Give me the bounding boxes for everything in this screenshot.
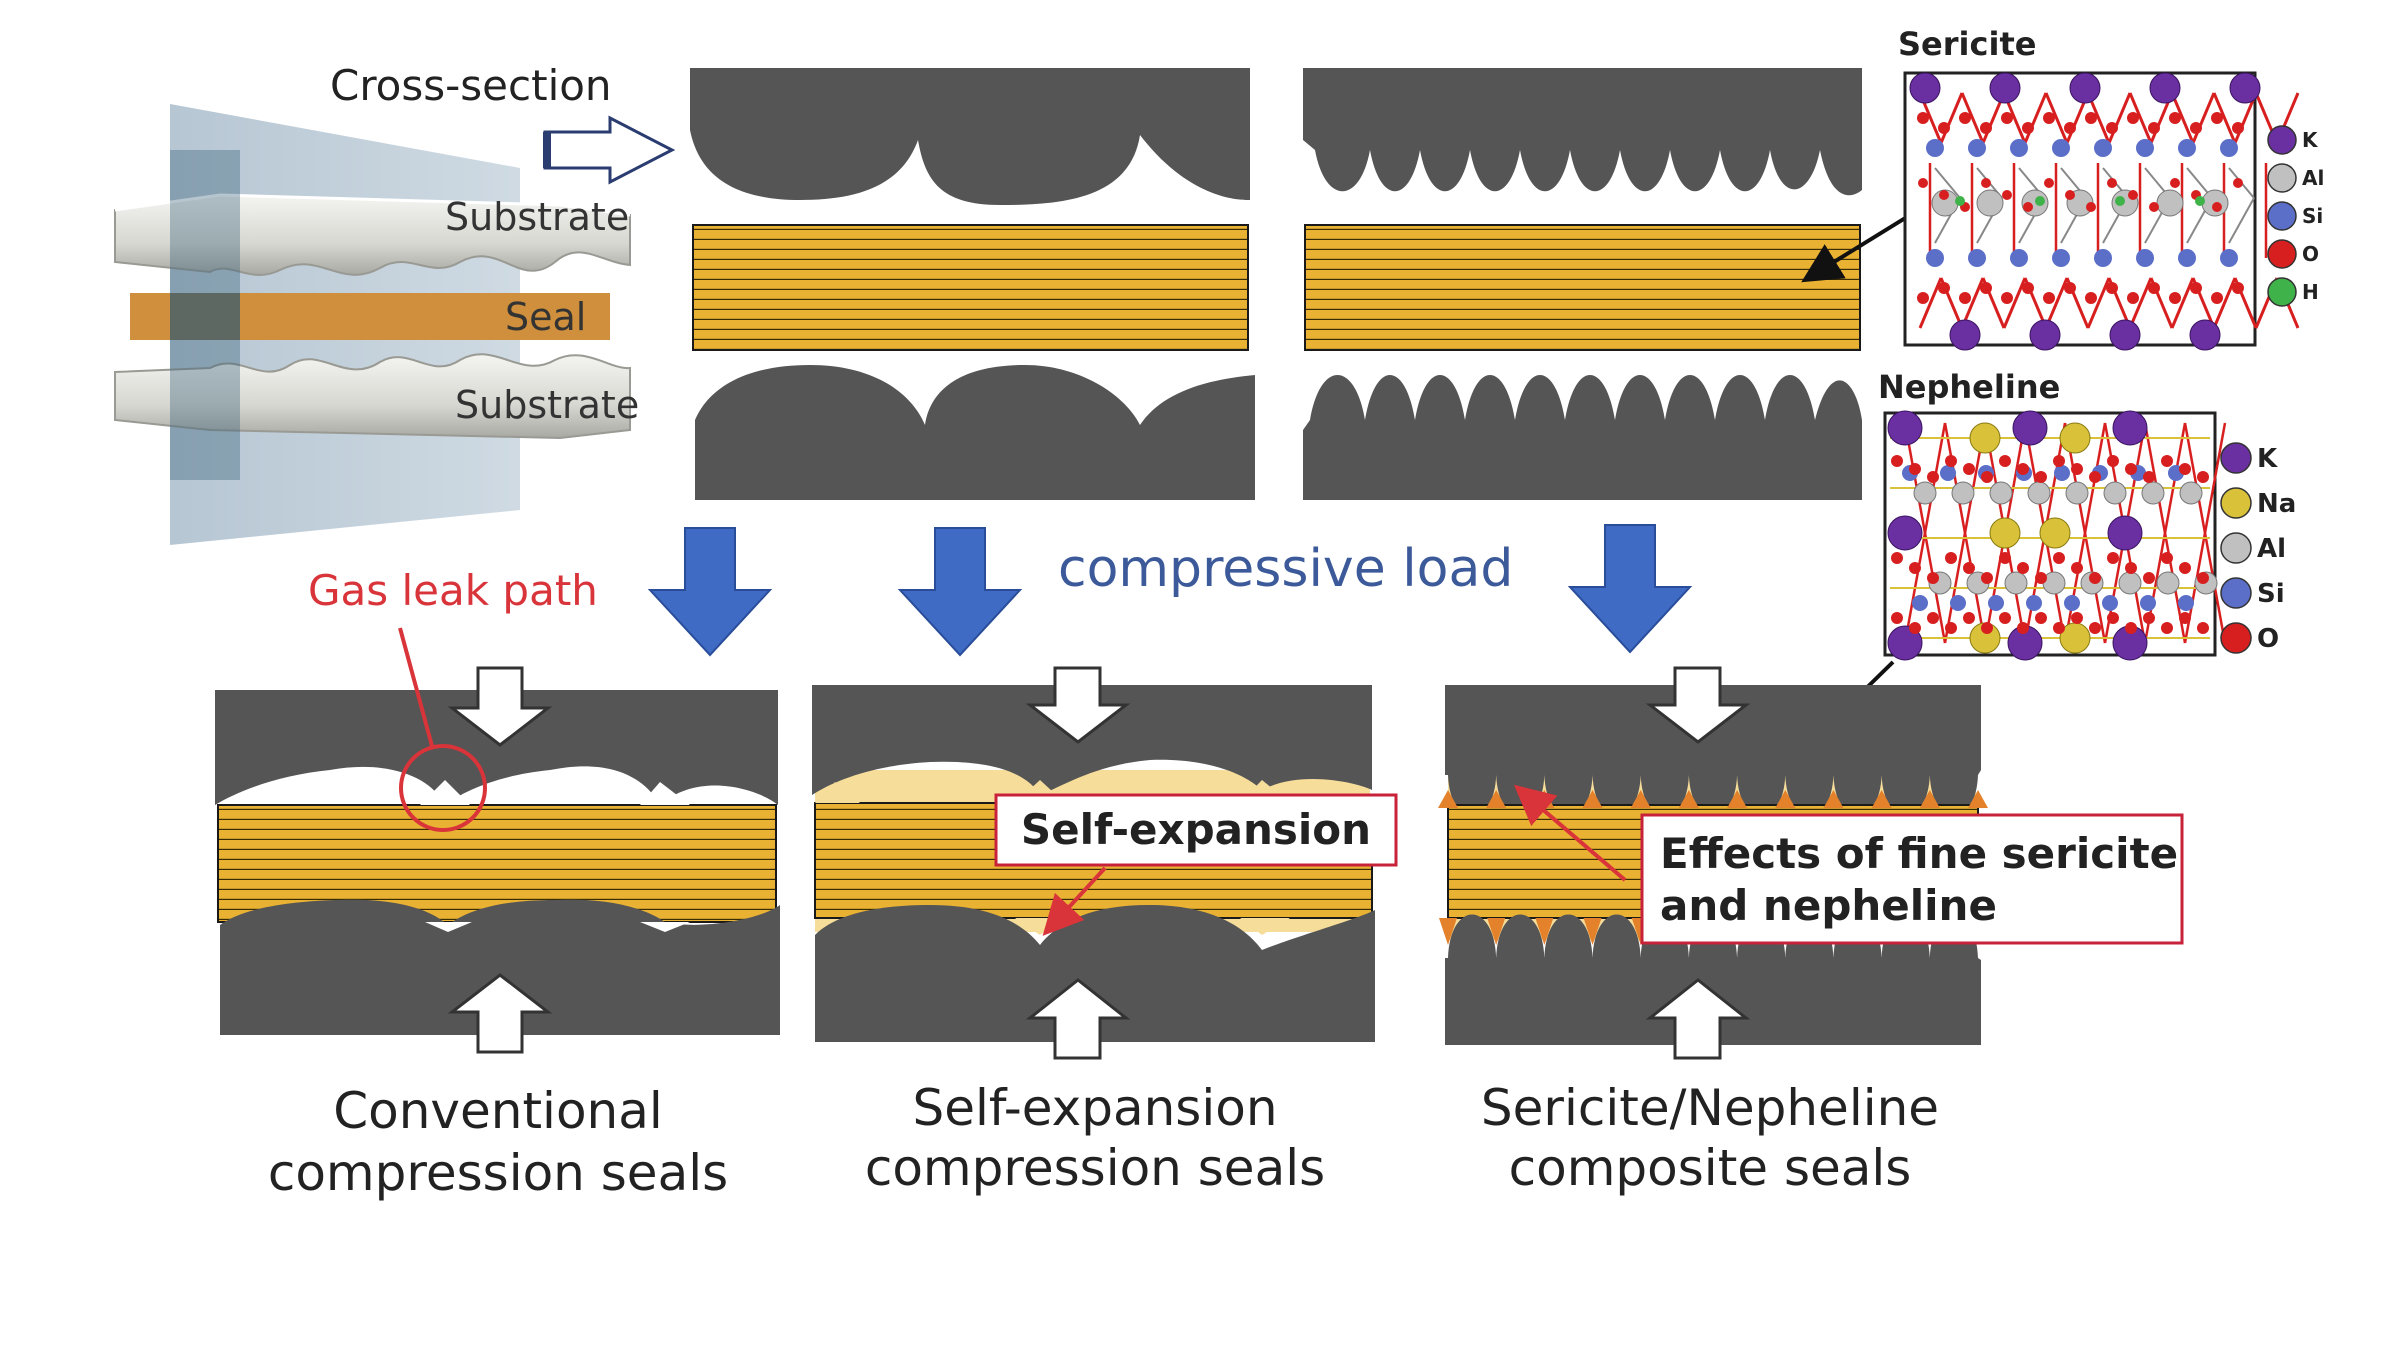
legend-label-o: O xyxy=(2302,242,2319,266)
compressive-load-label: compressive load xyxy=(1058,539,1513,599)
legend-label-si: Si xyxy=(2302,204,2323,228)
bottom-substrate xyxy=(695,365,1255,500)
captions: Conventional compression seals Self-expa… xyxy=(268,1079,1939,1202)
top-panel-conventional xyxy=(690,68,1255,500)
seal-layer xyxy=(692,224,1249,351)
composite-top-substrate xyxy=(1445,685,1981,817)
effects-callout-line1: Effects of fine sericite xyxy=(1660,829,2178,878)
seal-band xyxy=(130,293,610,340)
legend-swatch-al xyxy=(2267,163,2297,193)
legend-swatch-si xyxy=(2220,577,2252,609)
composite-load-arrow-up xyxy=(1645,978,1751,1060)
caption-conventional-line2: compression seals xyxy=(268,1144,728,1202)
substrate-bottom-label: Substrate xyxy=(455,383,639,427)
selfexp-bottom-substrate xyxy=(815,905,1375,1042)
selfexp-load-arrow-up xyxy=(1025,978,1131,1060)
sericite-title: Sericite xyxy=(1898,25,2036,63)
caption-selfexp-line1: Self-expansion xyxy=(912,1079,1277,1137)
load-arrow-3 xyxy=(1567,524,1693,654)
conv-bottom-substrate xyxy=(220,899,780,1035)
load-arrow-2 xyxy=(897,527,1023,657)
caption-conventional-line1: Conventional xyxy=(333,1082,663,1140)
bottom-panel-self-expansion: Self-expansion xyxy=(812,666,1398,1060)
seal-label: Seal xyxy=(505,295,586,339)
legend-label-al: Al xyxy=(2257,534,2286,564)
legend-swatch-al xyxy=(2220,532,2252,564)
caption-composite-line1: Sericite/Nepheline xyxy=(1481,1079,1939,1137)
effects-callout-line2: and nepheline xyxy=(1660,881,1997,930)
gas-leak-path-label: Gas leak path xyxy=(308,566,598,615)
self-expansion-callout-text: Self-expansion xyxy=(1021,805,1371,854)
legend-label-al: Al xyxy=(2302,166,2324,190)
gas-leak-circle xyxy=(399,744,487,832)
legend-swatch-si xyxy=(2267,201,2297,231)
seal-layer-fine xyxy=(1304,224,1861,351)
seal-3d-illustration: Substrate Seal Substrate xyxy=(114,104,639,545)
legend-swatch-h xyxy=(2267,277,2297,307)
legend-label-o: O xyxy=(2257,624,2279,654)
effects-pointer xyxy=(1513,784,1627,882)
load-arrow-1 xyxy=(647,527,773,657)
legend-label-h: H xyxy=(2302,280,2319,304)
cross-section-arrow xyxy=(543,115,676,185)
composite-bottom-substrate xyxy=(1445,914,1981,1045)
sericite-pointer xyxy=(1801,210,1917,283)
top-substrate-fine xyxy=(1303,68,1862,196)
bottom-substrate-plate xyxy=(114,353,631,440)
substrate-top-label: Substrate xyxy=(445,195,629,239)
bottom-panel-conventional xyxy=(215,627,780,1054)
selfexp-load-arrow-down xyxy=(1025,666,1131,744)
legend-label-k: K xyxy=(2302,128,2319,152)
bottom-substrate-fine xyxy=(1303,375,1862,500)
legend-swatch-o xyxy=(2267,239,2297,269)
top-substrate xyxy=(690,68,1250,205)
legend-swatch-na xyxy=(2220,487,2252,519)
selfexp-top-substrate xyxy=(812,685,1372,795)
nepheline-title: Nepheline xyxy=(1878,368,2060,406)
conv-top-substrate xyxy=(215,690,778,805)
compressive-load-arrows xyxy=(647,524,1693,657)
legend-swatch-k xyxy=(2267,125,2297,155)
conv-load-arrow-up xyxy=(447,973,553,1054)
legend-swatch-o xyxy=(2220,622,2252,654)
legend-swatch-k xyxy=(2220,442,2252,474)
top-substrate-plate xyxy=(114,193,631,276)
cross-section-label: Cross-section xyxy=(330,61,612,110)
composite-load-arrow-down xyxy=(1645,666,1751,744)
gas-leak-pointer xyxy=(398,627,434,747)
caption-selfexp-line2: compression seals xyxy=(865,1139,1325,1197)
self-expansion-callout-box xyxy=(994,793,1398,867)
bottom-panel-composite: Effects of fine sericite and nepheline xyxy=(1438,666,2184,1060)
legend-label-si: Si xyxy=(2257,579,2285,609)
top-panel-fine xyxy=(1303,68,1917,500)
caption-composite-line2: composite seals xyxy=(1509,1139,1912,1197)
self-expansion-pointer xyxy=(1042,866,1107,936)
conv-load-arrow-down xyxy=(447,666,553,747)
legend-label-na: Na xyxy=(2257,489,2296,519)
effects-callout-box xyxy=(1640,813,2184,945)
legend-label-k: K xyxy=(2257,444,2278,474)
